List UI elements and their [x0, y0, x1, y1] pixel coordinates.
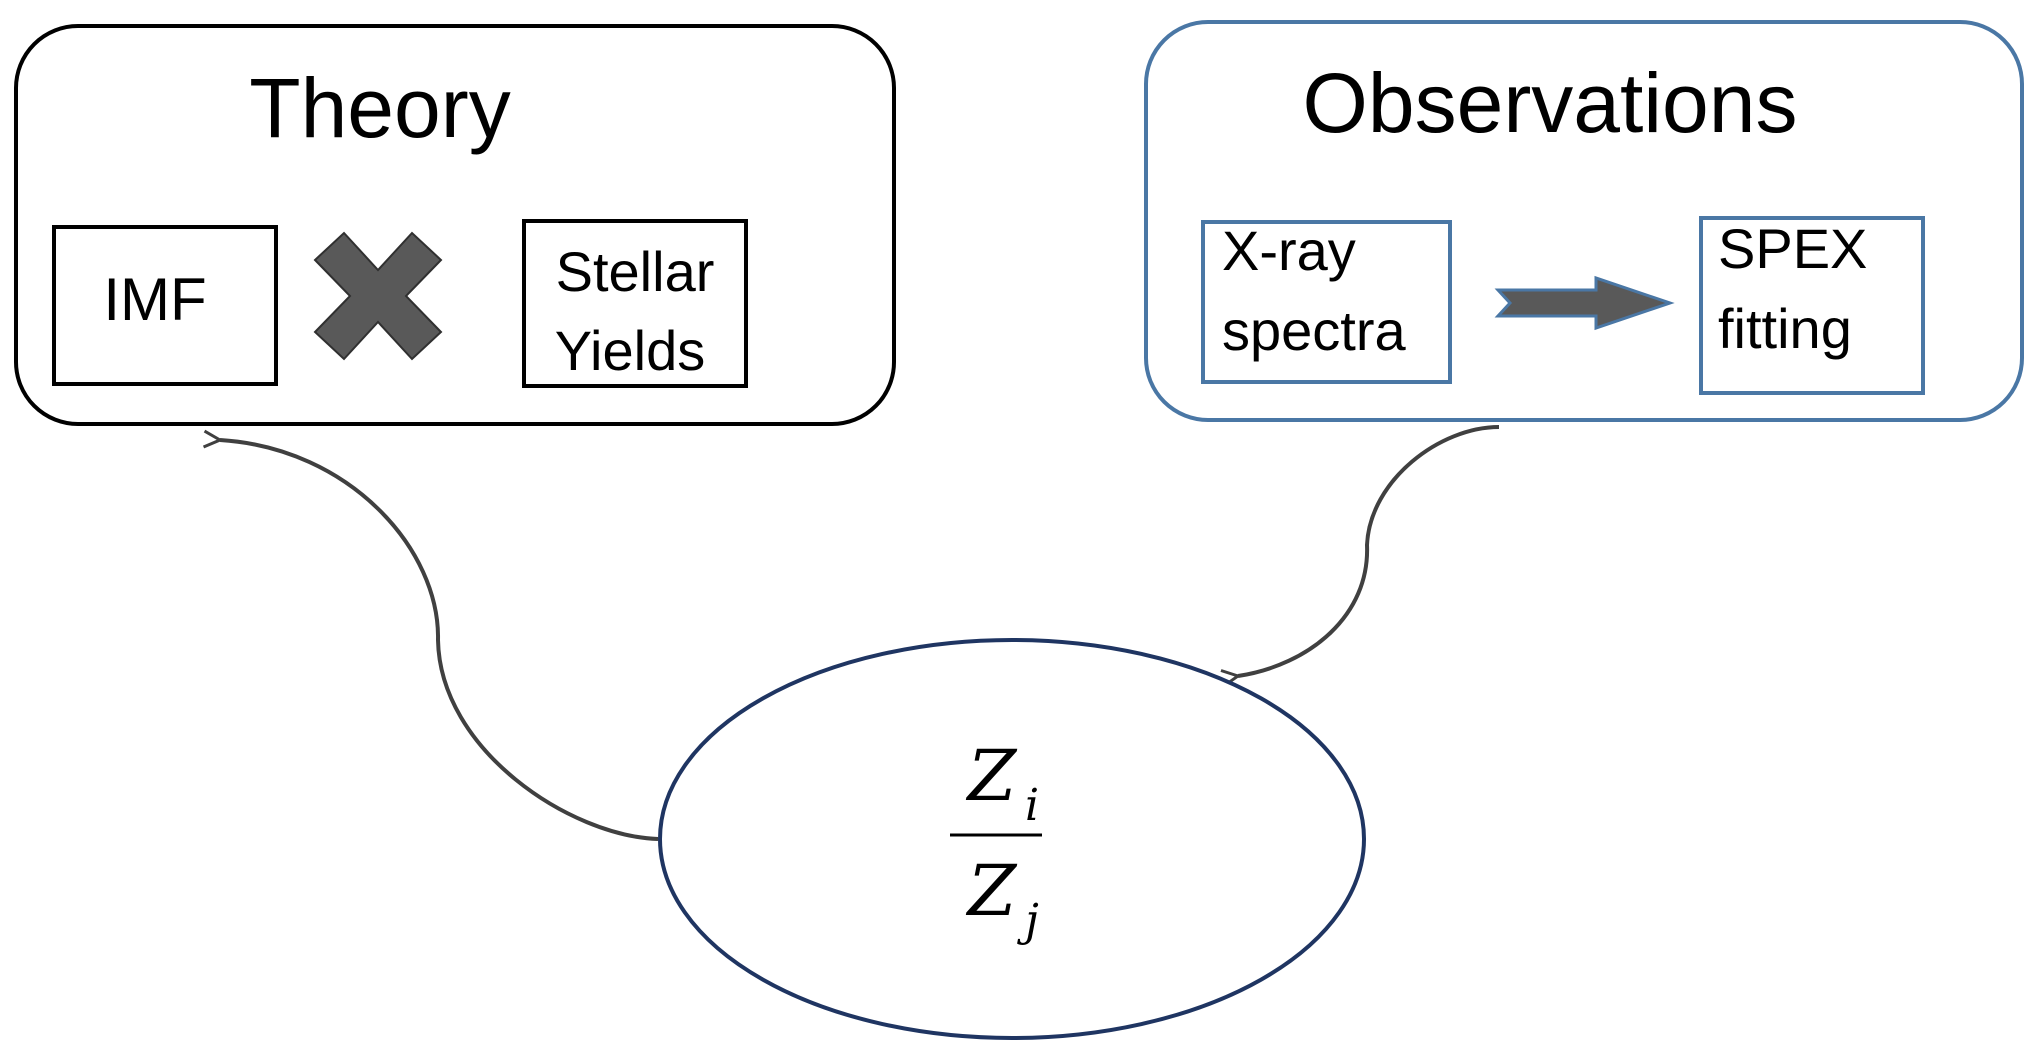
xray-spectra-box: X-ray spectra [1201, 219, 1452, 384]
ratio-denominator: Z [966, 850, 1018, 932]
stellar-yields-line1: Stellar [556, 240, 715, 303]
spex-fitting-box: SPEX fitting [1699, 216, 1925, 395]
right-arrow-icon [1494, 275, 1675, 331]
multiply-cross-icon [313, 231, 443, 361]
imf-box: IMF [52, 225, 278, 386]
spex-fitting-line1: SPEX [1718, 217, 1867, 280]
theory-panel: Theory IMF Stellar Yields [14, 24, 896, 426]
stellar-yields-line2: Yields [555, 319, 705, 382]
ratio-numerator: Z [966, 735, 1018, 817]
theory-title: Theory [249, 61, 510, 155]
abundance-ratio-node: Z i Z j [658, 638, 1366, 1040]
xray-spectra-line2: spectra [1222, 299, 1406, 362]
ratio-ellipse [658, 638, 1366, 1040]
observations-to-ratio-connector [1238, 425, 1500, 676]
ratio-to-theory-connector [220, 440, 659, 841]
ratio-numerator-subscript: i [1025, 780, 1039, 831]
imf-label: IMF [103, 266, 206, 333]
stellar-yields-box: Stellar Yields [522, 219, 748, 388]
observations-panel: Observations X-ray spectra SPEX fitting [1144, 20, 2024, 422]
spex-fitting-line2: fitting [1718, 297, 1852, 360]
xray-spectra-line1: X-ray [1222, 219, 1356, 282]
observations-title: Observations [1303, 56, 1798, 150]
